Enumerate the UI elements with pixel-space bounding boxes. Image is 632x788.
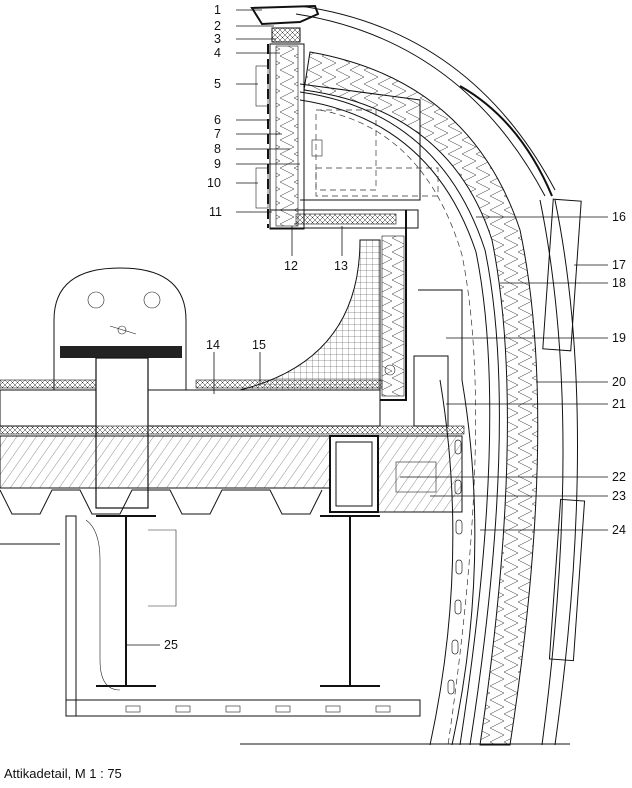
callout-6: 6 bbox=[214, 113, 221, 127]
callout-9: 9 bbox=[214, 157, 221, 171]
callout-1: 1 bbox=[214, 3, 221, 17]
parapet-top bbox=[250, 4, 439, 230]
parapet-lower-profile bbox=[269, 209, 419, 401]
callout-24: 24 bbox=[612, 523, 626, 537]
callout-21: 21 bbox=[612, 397, 626, 411]
curved-facade bbox=[295, 5, 586, 746]
callout-20: 20 bbox=[612, 375, 626, 389]
callout-18: 18 bbox=[612, 276, 626, 290]
callout-23: 23 bbox=[612, 489, 626, 503]
callout-10: 10 bbox=[207, 176, 221, 190]
callout-15: 15 bbox=[252, 338, 266, 352]
callout-4: 4 bbox=[214, 46, 221, 60]
callout-3: 3 bbox=[214, 32, 221, 46]
figure-caption: Attikadetail, M 1 : 75 bbox=[4, 766, 122, 781]
callout-2: 2 bbox=[214, 19, 221, 33]
leader-lines bbox=[126, 9, 608, 646]
callout-16: 16 bbox=[612, 210, 626, 224]
callout-7: 7 bbox=[214, 127, 221, 141]
callout-8: 8 bbox=[214, 142, 221, 156]
callout-labels: 1 2 3 4 5 6 7 8 9 10 11 12 13 14 15 16 1… bbox=[164, 3, 626, 652]
attic-detail-drawing: 1 2 3 4 5 6 7 8 9 10 11 12 13 14 15 16 1… bbox=[0, 3, 626, 746]
callout-11: 11 bbox=[209, 205, 222, 219]
steel-beams bbox=[0, 515, 570, 745]
callout-22: 22 bbox=[612, 470, 626, 484]
callout-5: 5 bbox=[214, 77, 221, 91]
callout-17: 17 bbox=[612, 258, 626, 272]
callout-12: 12 bbox=[284, 259, 298, 273]
edge-beam bbox=[329, 289, 463, 513]
callout-13: 13 bbox=[334, 259, 348, 273]
insulated-cove bbox=[239, 235, 405, 397]
callout-25: 25 bbox=[164, 638, 178, 652]
callout-19: 19 bbox=[612, 331, 626, 345]
callout-14: 14 bbox=[206, 338, 220, 352]
